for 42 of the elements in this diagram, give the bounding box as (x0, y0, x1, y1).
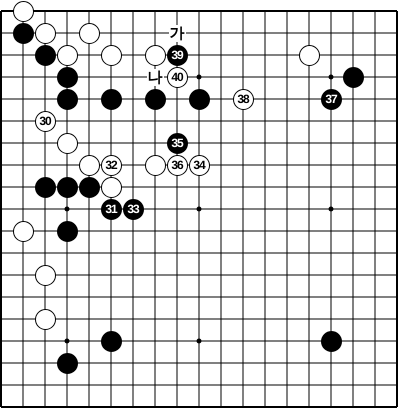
go-stone (100, 330, 122, 352)
numbered-go-stone: 33 (122, 198, 144, 220)
numbered-go-stone: 37 (320, 88, 342, 110)
go-stone (56, 44, 78, 66)
go-stone (56, 66, 78, 88)
go-stone (78, 176, 100, 198)
go-stone (56, 88, 78, 110)
go-stone (298, 44, 320, 66)
go-stone (188, 88, 210, 110)
go-stone (342, 66, 364, 88)
go-stone (144, 44, 166, 66)
go-stone (34, 264, 56, 286)
numbered-go-stone: 32 (100, 154, 122, 176)
go-stone (34, 176, 56, 198)
numbered-go-stone: 34 (188, 154, 210, 176)
go-stone (320, 330, 342, 352)
numbered-go-stone: 36 (166, 154, 188, 176)
go-stone (100, 88, 122, 110)
numbered-go-stone: 40 (166, 66, 188, 88)
go-stone (144, 154, 166, 176)
numbered-go-stone: 35 (166, 132, 188, 154)
go-stone (34, 308, 56, 330)
go-stone (56, 176, 78, 198)
go-stone (12, 220, 34, 242)
point-marker-label: 가 (168, 24, 186, 42)
go-stone (144, 88, 166, 110)
go-stone (56, 132, 78, 154)
go-stone (12, 22, 34, 44)
go-stone (56, 220, 78, 242)
point-marker-label: 나 (146, 68, 164, 86)
go-stone (12, 0, 34, 22)
go-stone (34, 44, 56, 66)
go-stone (78, 154, 100, 176)
go-stone (100, 44, 122, 66)
go-stone (100, 176, 122, 198)
numbered-go-stone: 30 (34, 110, 56, 132)
go-stone (78, 22, 100, 44)
numbered-go-stone: 31 (100, 198, 122, 220)
go-stone (56, 352, 78, 374)
go-stone (34, 22, 56, 44)
numbered-go-stone: 39 (166, 44, 188, 66)
numbered-go-stone: 38 (232, 88, 254, 110)
